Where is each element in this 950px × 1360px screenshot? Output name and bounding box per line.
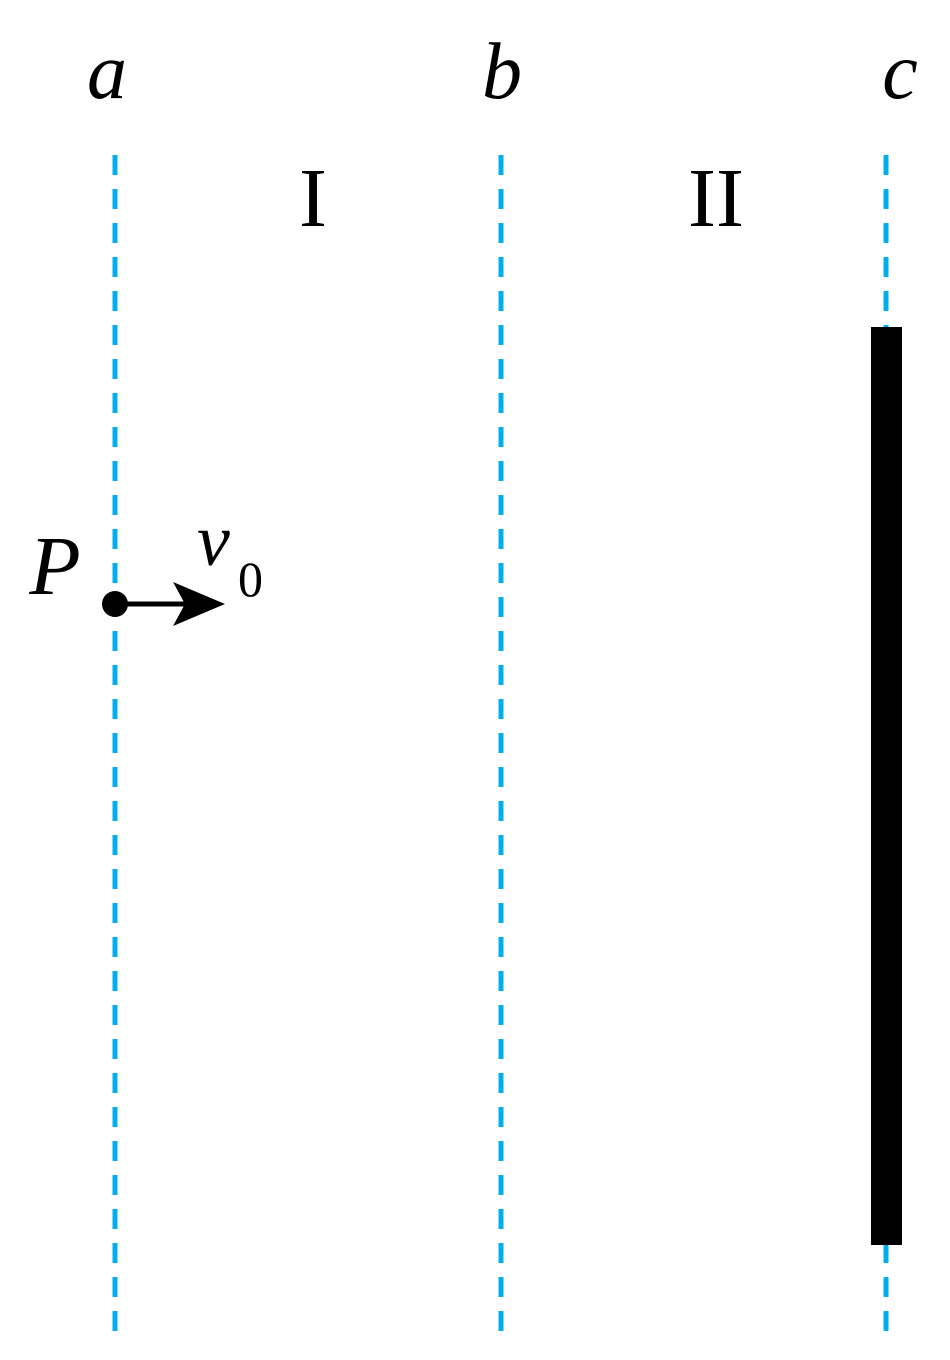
velocity-arrow: [122, 582, 225, 626]
particle-label: P: [28, 520, 80, 613]
particle-dot: [102, 591, 128, 617]
boundary-label-b: b: [482, 28, 522, 116]
region-label-II: II: [688, 152, 744, 245]
boundary-label-c: c: [882, 28, 918, 116]
velocity-subscript: 0: [238, 551, 263, 607]
velocity-label: v: [197, 500, 230, 582]
boundary-label-a: a: [87, 28, 127, 116]
plate: [871, 327, 902, 1245]
region-label-I: I: [299, 152, 327, 245]
